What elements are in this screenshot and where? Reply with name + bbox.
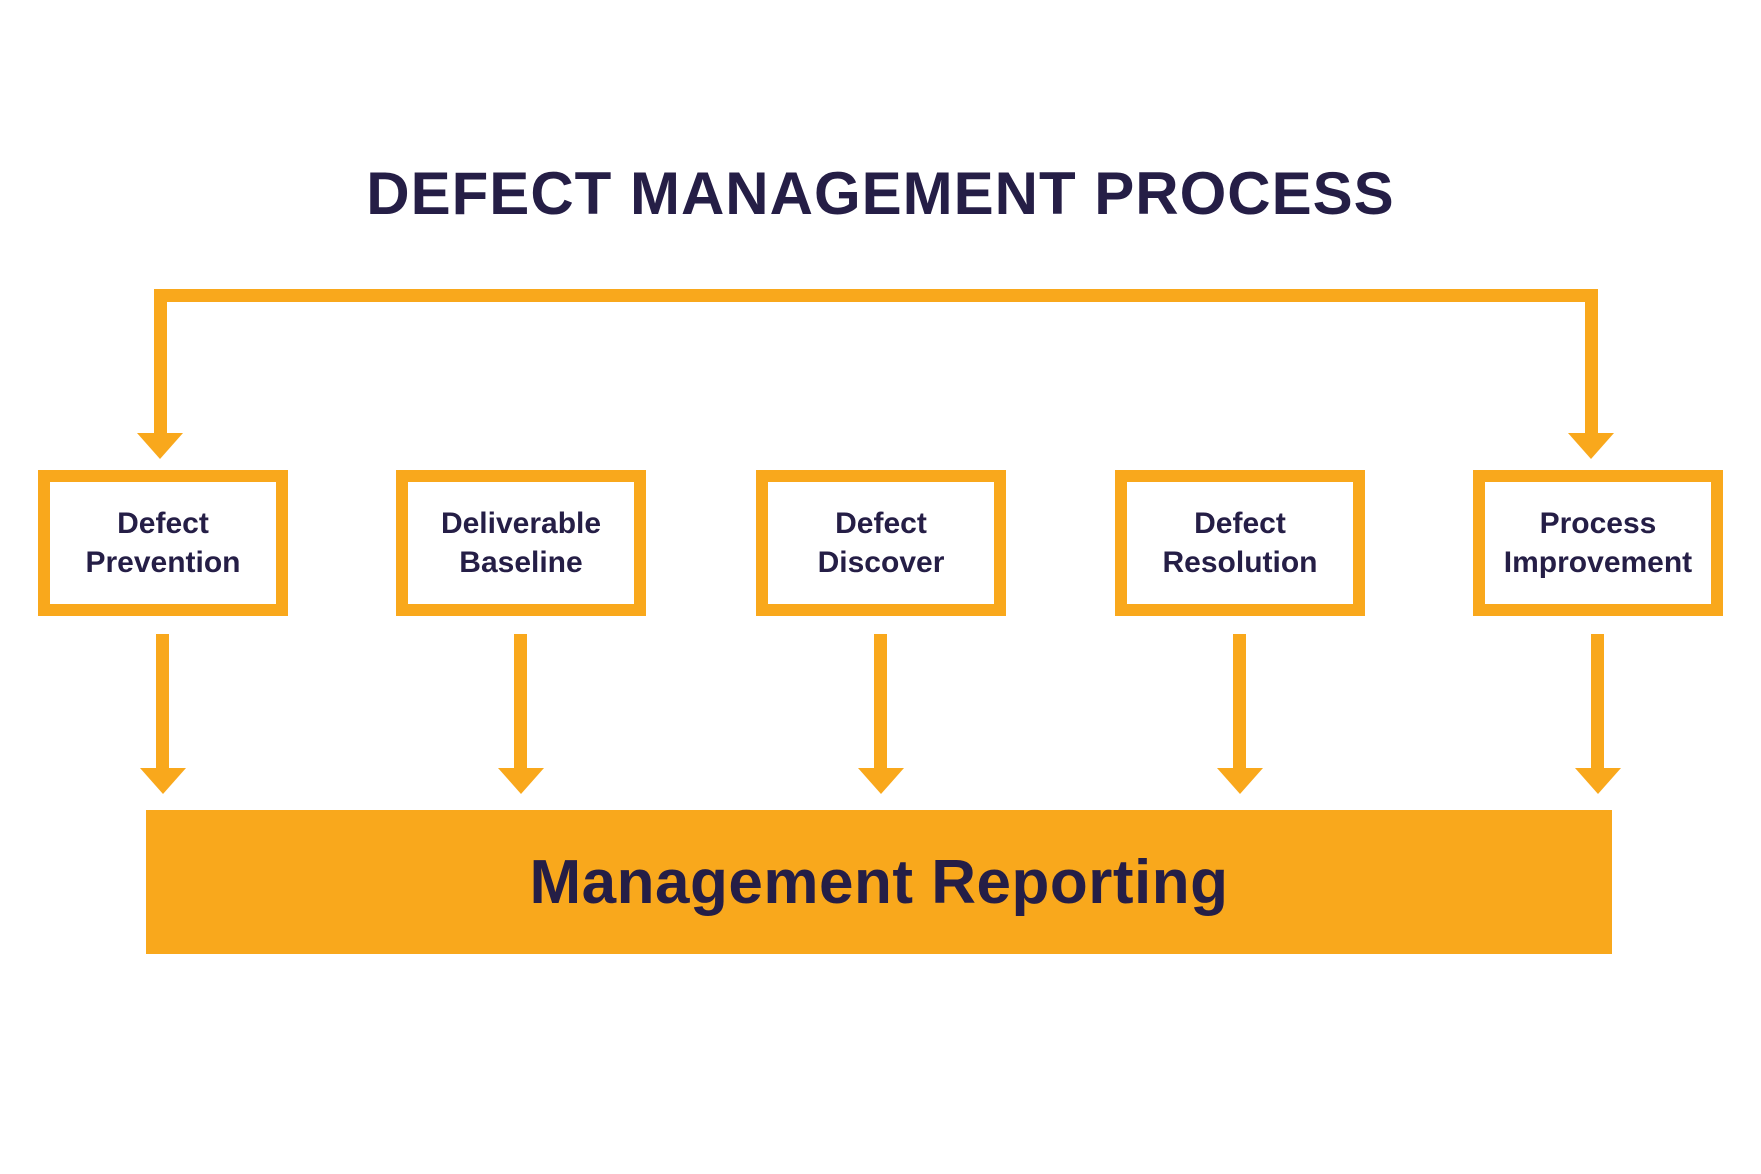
- down-arrow-connector: [874, 634, 887, 770]
- step-box-defect-discover: Defect Discover: [756, 470, 1006, 616]
- arrow-down-icon: [1217, 768, 1263, 794]
- down-arrow-connector: [514, 634, 527, 770]
- top-connector-line: [154, 289, 1598, 302]
- arrow-down-icon: [140, 768, 186, 794]
- arrow-down-icon: [1575, 768, 1621, 794]
- management-reporting-bar: Management Reporting: [146, 810, 1612, 954]
- step-label: Defect Discover: [817, 507, 945, 579]
- top-connector-left-drop: [154, 289, 167, 435]
- arrow-down-icon: [1568, 433, 1614, 459]
- arrow-down-icon: [498, 768, 544, 794]
- down-arrow-connector: [1591, 634, 1604, 770]
- management-reporting-label: Management Reporting: [529, 847, 1229, 917]
- down-arrow-connector: [1233, 634, 1246, 770]
- step-box-defect-prevention: Defect Prevention: [38, 470, 288, 616]
- down-arrow-connector: [156, 634, 169, 770]
- step-box-process-improvement: Process Improvement: [1473, 470, 1723, 616]
- diagram-title: DEFECT MANAGEMENT PROCESS: [366, 160, 1395, 227]
- arrow-down-icon: [137, 433, 183, 459]
- step-label: Deliverable Baseline: [440, 507, 602, 579]
- top-connector-right-drop: [1585, 289, 1598, 435]
- step-box-deliverable-baseline: Deliverable Baseline: [396, 470, 646, 616]
- step-label: Process Improvement: [1503, 507, 1693, 579]
- step-box-defect-resolution: Defect Resolution: [1115, 470, 1365, 616]
- step-label: Defect Prevention: [85, 507, 241, 579]
- arrow-down-icon: [858, 768, 904, 794]
- step-label: Defect Resolution: [1162, 507, 1318, 579]
